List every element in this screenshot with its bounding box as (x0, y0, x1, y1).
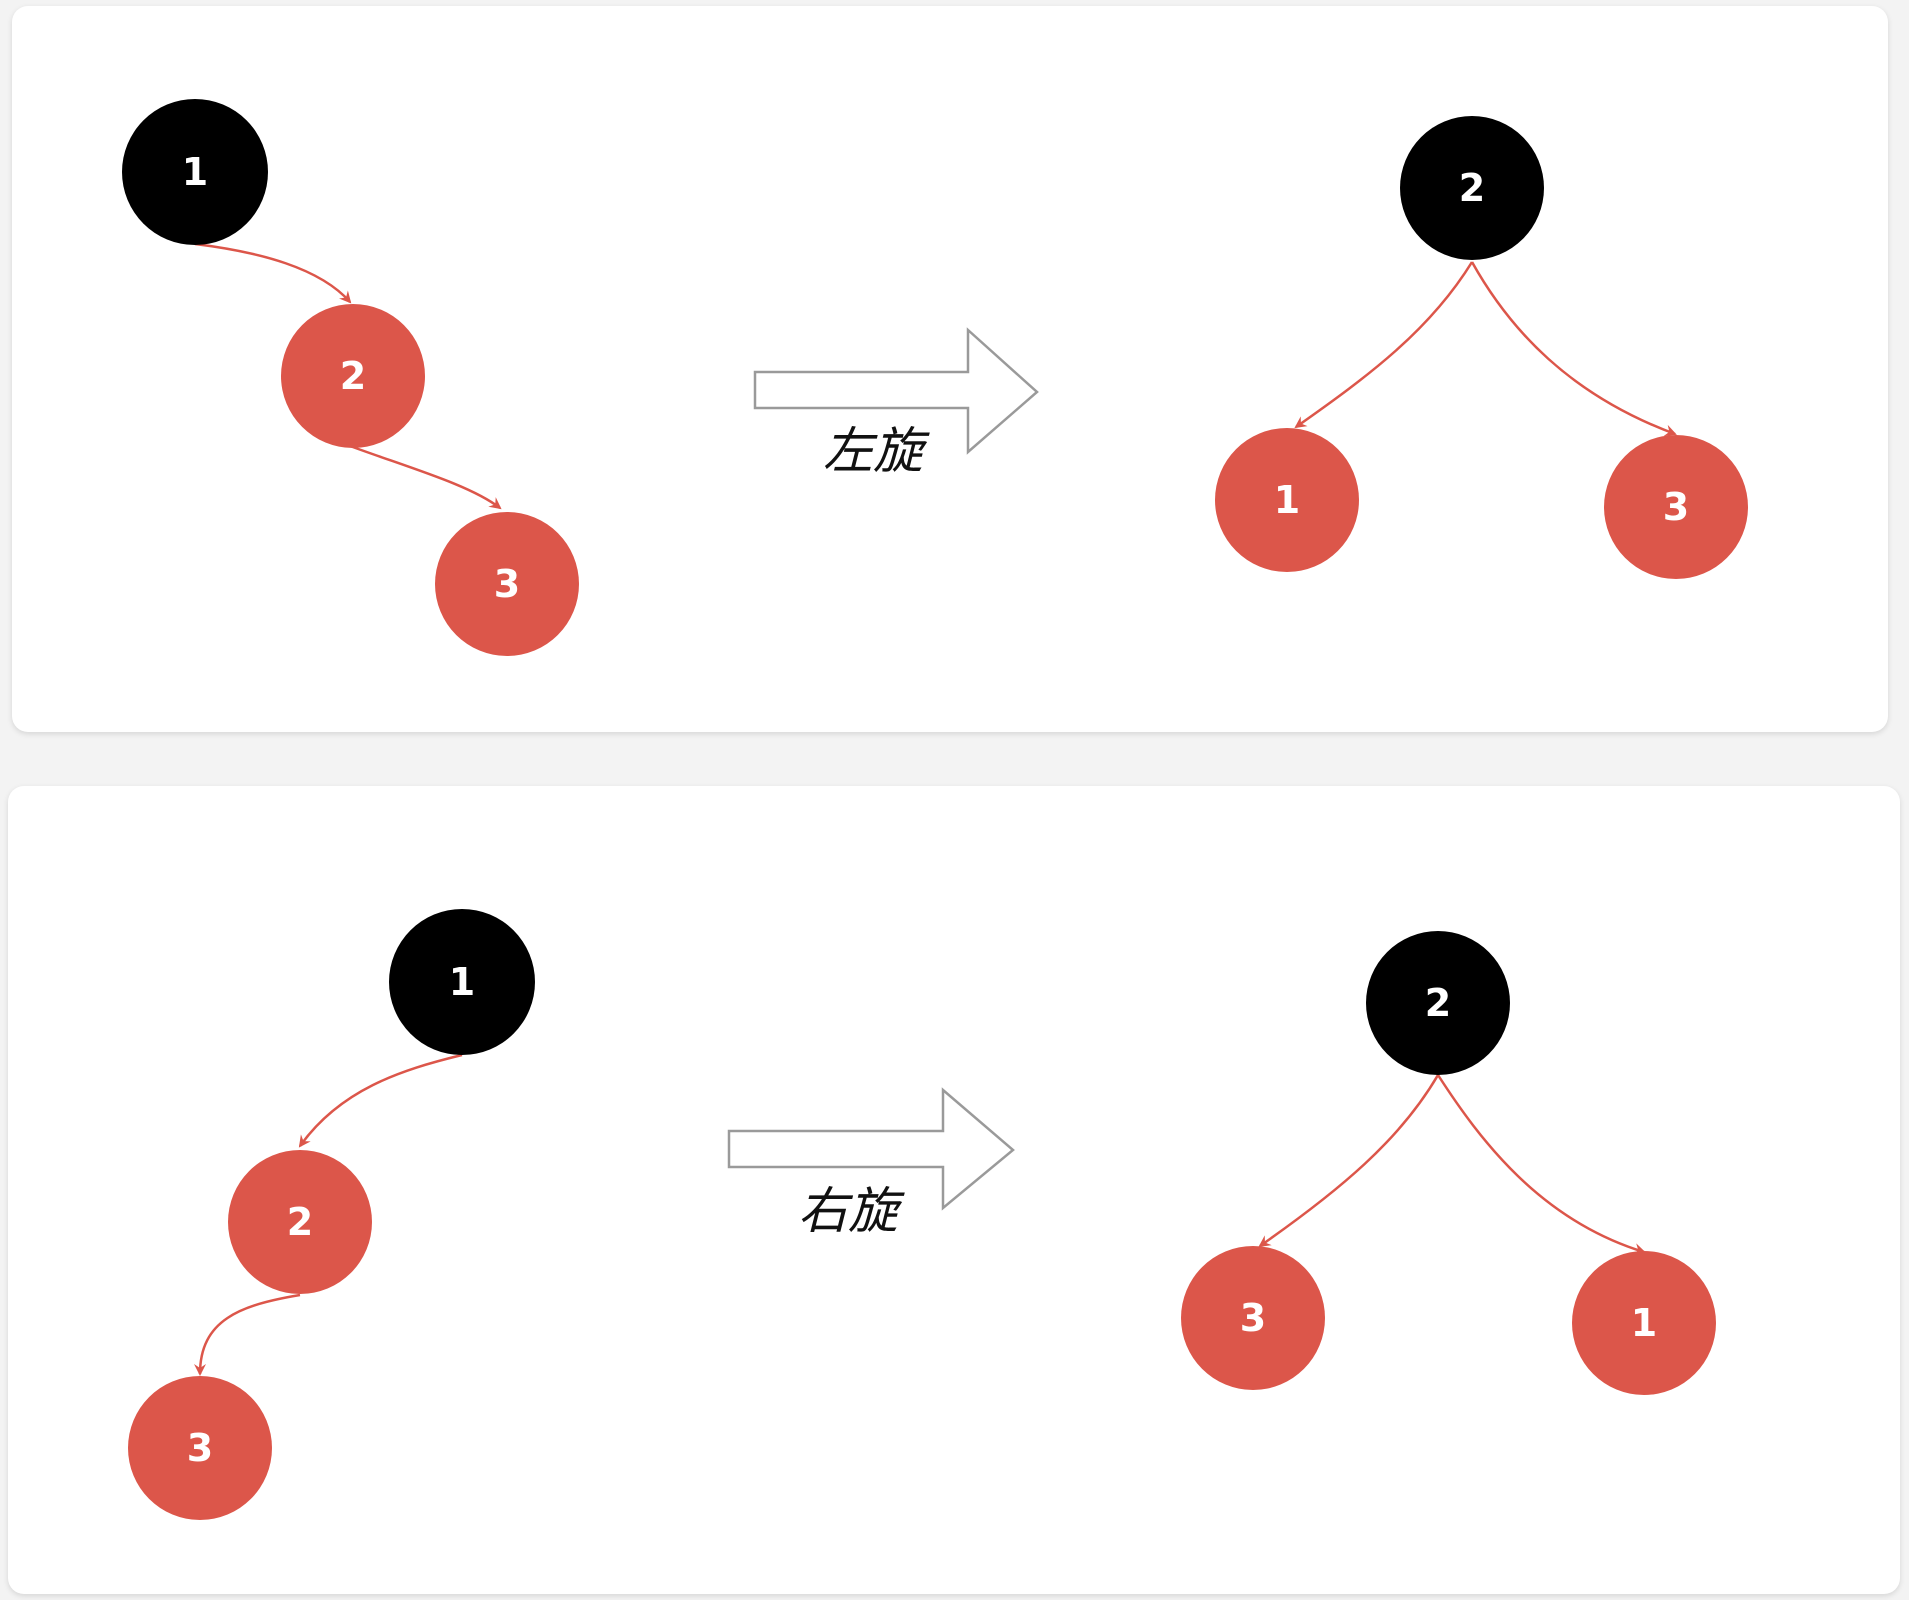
edge-1-to-2-before-left (194, 242, 352, 304)
transition-arrow (727, 1087, 1015, 1211)
svg-text:2: 2 (1459, 166, 1485, 210)
svg-text:3: 3 (1240, 1296, 1266, 1340)
tree-node: 2 (281, 304, 425, 448)
edge-2-to-3-after-left (1470, 261, 1677, 437)
svg-text:1: 1 (1274, 478, 1300, 522)
tree-node: 2 (1400, 116, 1544, 260)
edge-1-to-2-before-right (298, 1053, 463, 1148)
tree-node: 2 (1366, 931, 1510, 1075)
edge-2-to-1-after-right (1436, 1074, 1646, 1255)
svg-text:2: 2 (287, 1200, 313, 1244)
edge-2-to-3-before-left (349, 444, 502, 510)
tree-node: 1 (1572, 1251, 1716, 1395)
transition-arrow (753, 327, 1039, 455)
tree-node: 1 (389, 909, 535, 1055)
edge-2-to-3-after-right (1258, 1074, 1440, 1248)
svg-text:3: 3 (494, 562, 520, 606)
svg-text:2: 2 (1425, 981, 1451, 1025)
edge-2-to-1-after-left (1294, 261, 1474, 429)
tree-node: 3 (128, 1376, 272, 1520)
svg-text:1: 1 (182, 150, 208, 194)
tree-node: 3 (1604, 435, 1748, 579)
left-rotation-label: 左旋 (823, 422, 930, 480)
tree-node: 3 (1181, 1246, 1325, 1390)
svg-text:1: 1 (449, 960, 475, 1004)
right-rotation-label: 右旋 (798, 1182, 905, 1240)
tree-node: 2 (228, 1150, 372, 1294)
edge-2-to-3-before-right (194, 1293, 301, 1376)
svg-text:1: 1 (1631, 1301, 1657, 1345)
svg-text:3: 3 (1663, 485, 1689, 529)
tree-node: 1 (122, 99, 268, 245)
tree-node: 3 (435, 512, 579, 656)
tree-node: 1 (1215, 428, 1359, 572)
svg-text:2: 2 (340, 354, 366, 398)
svg-text:3: 3 (187, 1426, 213, 1470)
